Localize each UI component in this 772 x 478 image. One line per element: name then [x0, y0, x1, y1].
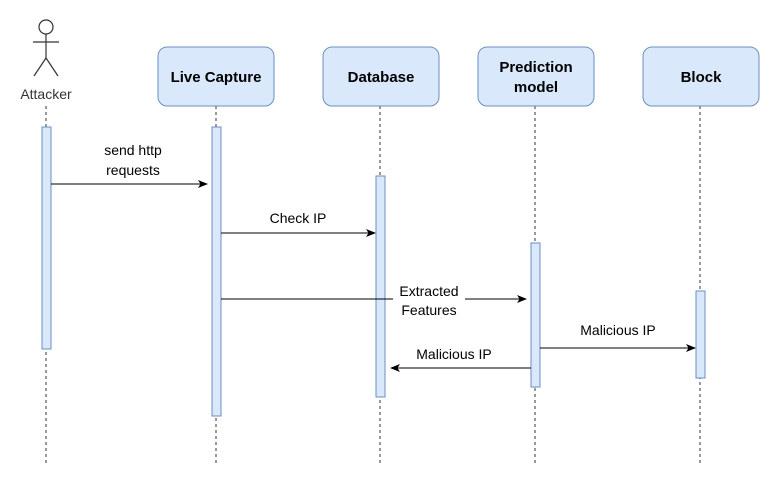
participant-database-label: Database — [348, 69, 415, 86]
database-activation-bar — [375, 175, 386, 398]
participant-live-capture-label: Live Capture — [171, 69, 262, 86]
malicious-ip-to-block-label: Malicious IP — [580, 322, 655, 338]
send-http-requests-label-line1: send http — [104, 142, 162, 158]
attacker-label: Attacker — [20, 86, 72, 102]
prediction-model-activation-bar — [530, 242, 541, 388]
participant-block-label: Block — [681, 69, 723, 86]
attacker-actor-icon[interactable] — [33, 19, 59, 77]
block-activation-bar — [695, 290, 706, 379]
attacker-activation-bar — [41, 126, 52, 350]
participant-database[interactable]: Database — [322, 46, 440, 107]
check-ip-label: Check IP — [270, 210, 327, 226]
extracted-features-label-line1: Extracted — [399, 283, 458, 299]
extracted-features-label-background — [393, 281, 465, 319]
participant-block[interactable]: Block — [642, 46, 760, 107]
malicious-ip-to-database-label: Malicious IP — [416, 346, 491, 362]
participant-prediction-model-label-line2: model — [514, 79, 558, 96]
extracted-features-label-line2: Features — [401, 302, 456, 318]
participant-prediction-model-label-line1: Prediction — [499, 59, 572, 76]
participant-prediction-model[interactable]: Prediction model — [477, 46, 595, 107]
participant-live-capture[interactable]: Live Capture — [157, 46, 275, 107]
send-http-requests-label-line2: requests — [106, 162, 160, 178]
live-capture-activation-bar — [211, 126, 222, 417]
